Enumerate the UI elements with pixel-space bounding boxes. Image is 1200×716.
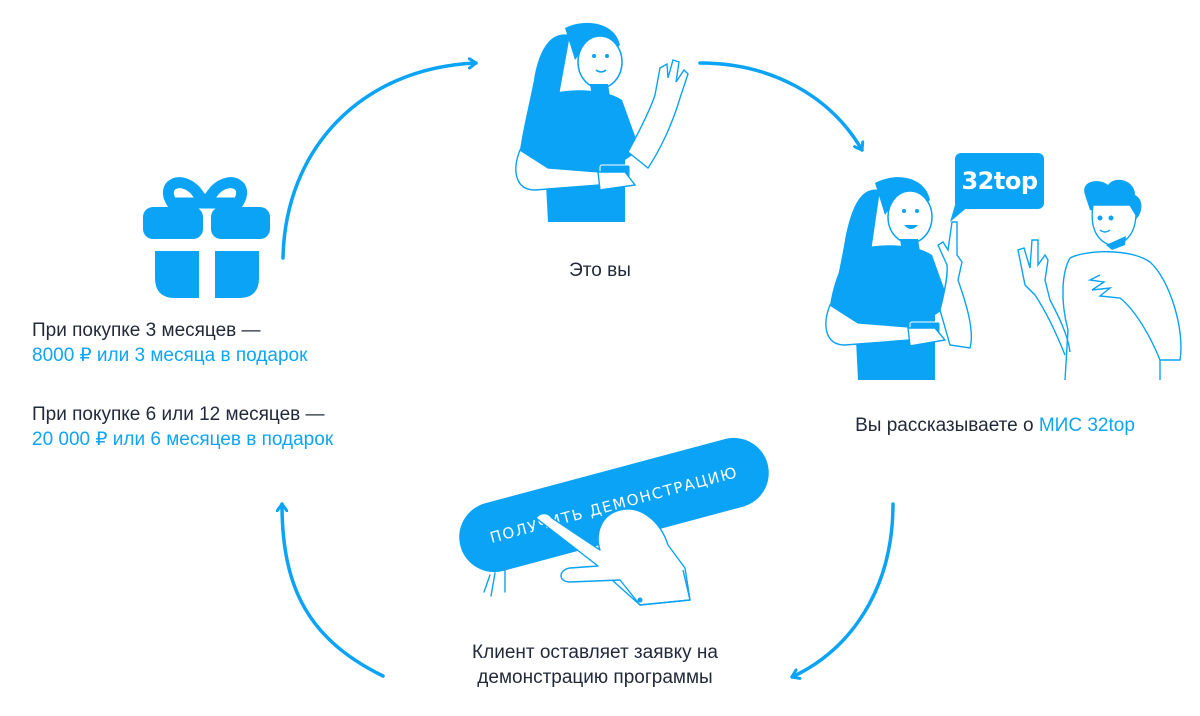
step-label-client-line2: демонстрацию программы [477,667,713,688]
step-label-tell-highlight: МИС 32top [1038,415,1135,436]
motion-line [490,572,496,597]
speech-bubble: 32top [955,153,1044,209]
arrow-client-to-reward [282,502,385,678]
reward-offer-value: 8000 ₽ или 3 месяца в подарок [32,345,308,366]
man-listening-illustration [1017,179,1182,381]
motion-line [483,574,491,593]
arrow-tell-to-client [790,502,895,677]
arrow-you-to-tell [698,61,862,152]
step-label-you: Это вы [569,260,631,281]
reward-offer-title: При покупке 3 месяцев — [32,320,261,341]
woman-waving-illustration [515,22,689,222]
reward-offer-value: 20 000 ₽ или 6 месяцев в подарок [32,429,334,450]
arrow-reward-to-you [281,63,478,260]
gift-icon [143,177,270,298]
woman-talking-illustration [825,177,973,380]
step-label-client: Клиент оставляет заявку на демонстрацию … [400,640,790,690]
speech-bubble-text: 32top [961,167,1038,195]
step-label-tell-prefix: Вы рассказываете о [855,415,1039,436]
step-label-client-line1: Клиент оставляет заявку на [472,642,718,663]
reward-offer-title: При покупке 6 или 12 месяцев — [32,404,325,425]
reward-offer: При покупке 3 месяцев — 8000 ₽ или 3 мес… [32,318,412,368]
reward-offer: При покупке 6 или 12 месяцев — 20 000 ₽ … [32,402,432,452]
step-label-tell: Вы рассказываете о МИС 32top [810,413,1180,438]
